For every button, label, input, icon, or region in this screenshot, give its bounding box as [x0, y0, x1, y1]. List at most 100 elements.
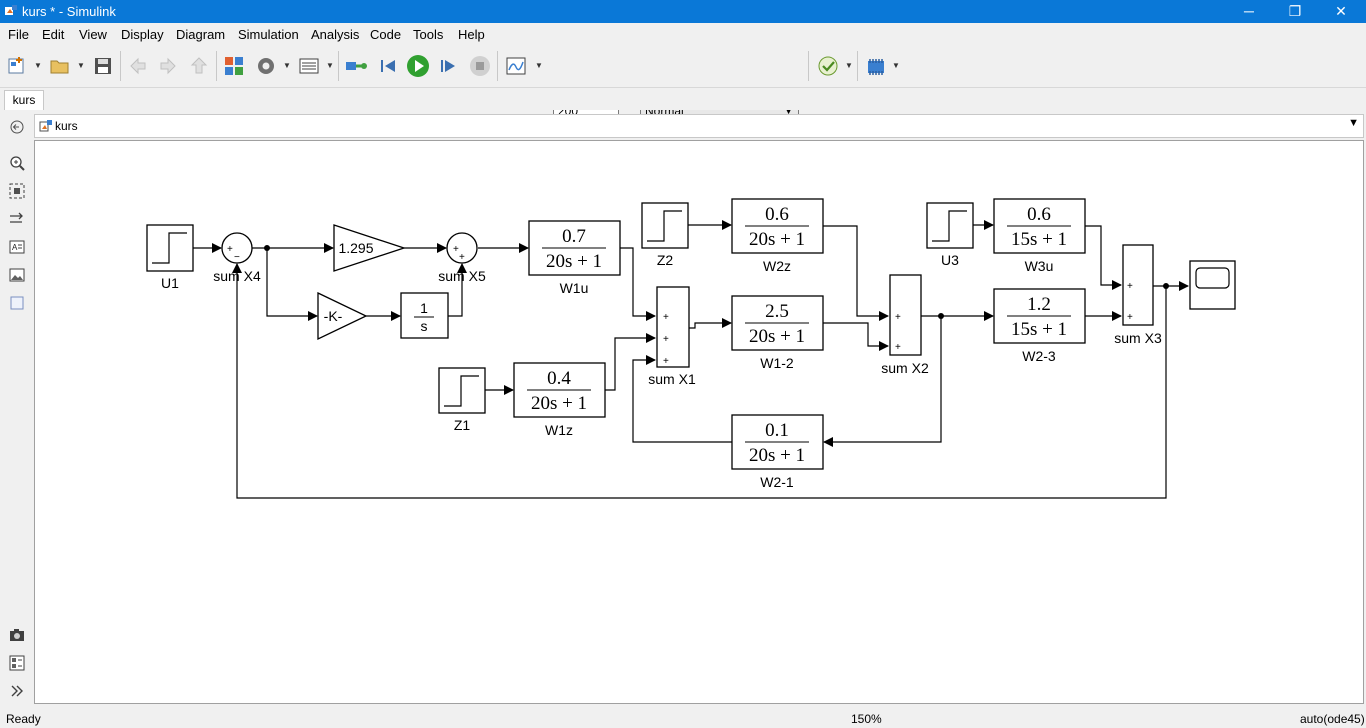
transfer-fcn-W2-1[interactable]: 0.1 20s + 1 W2-1: [731, 414, 824, 490]
model-browser-icon[interactable]: [8, 654, 26, 672]
svg-text:+: +: [663, 356, 669, 367]
explorer-dropdown-icon[interactable]: ▼: [326, 61, 334, 70]
step-block-U1[interactable]: U1: [146, 224, 194, 291]
scope-block[interactable]: [1189, 260, 1236, 310]
step-block-Z2[interactable]: Z2: [641, 202, 689, 268]
step-forward-icon[interactable]: [435, 53, 461, 79]
transfer-fcn-W2z[interactable]: 0.6 20s + 1 W2z: [731, 198, 824, 274]
gain-block-K[interactable]: -K-: [317, 291, 368, 341]
svg-text:+: +: [895, 312, 901, 323]
area-icon[interactable]: [8, 294, 26, 312]
gain-block-1295[interactable]: 1.295: [333, 224, 407, 272]
svg-text:−: −: [234, 252, 240, 263]
step-block-Z1[interactable]: Z1: [438, 367, 486, 433]
build-dropdown-icon[interactable]: ▼: [892, 61, 900, 70]
settings-gear-icon[interactable]: [253, 53, 279, 79]
tab-kurs[interactable]: kurs: [4, 90, 44, 110]
new-dropdown-icon[interactable]: ▼: [34, 61, 42, 70]
restore-button[interactable]: ❐: [1288, 3, 1302, 19]
fit-to-view-icon[interactable]: [8, 182, 26, 200]
transfer-fcn-W1z[interactable]: 0.4 20s + 1 W1z: [513, 362, 606, 438]
menu-help[interactable]: Help: [458, 27, 485, 42]
simulink-app-icon: [5, 5, 17, 15]
save-icon[interactable]: [90, 53, 116, 79]
advisor-dropdown-icon[interactable]: ▼: [845, 61, 853, 70]
update-diagram-icon[interactable]: [343, 53, 369, 79]
address-bar[interactable]: kurs ▼: [34, 114, 1364, 138]
image-icon[interactable]: [8, 266, 26, 284]
block-label-W3u: W3u: [1025, 258, 1054, 274]
sum-block-X1[interactable]: + + + sum X1: [648, 286, 696, 387]
block-label-sumX5: sum X5: [438, 268, 486, 284]
integrator-block[interactable]: 1 s: [400, 292, 449, 339]
block-label-W1u: W1u: [560, 280, 589, 296]
step-back-icon[interactable]: [375, 53, 401, 79]
new-model-icon[interactable]: [4, 53, 30, 79]
title-bar: kurs * - Simulink ─ ❐ ✕: [0, 0, 1366, 23]
svg-text:+: +: [453, 244, 459, 255]
build-model-icon[interactable]: [863, 53, 889, 79]
zoom-in-icon[interactable]: [8, 154, 26, 172]
model-explorer-icon[interactable]: [296, 53, 322, 79]
tf-denominator: 20s + 1: [531, 393, 587, 414]
menu-diagram[interactable]: Diagram: [176, 27, 226, 42]
transfer-fcn-W2-3[interactable]: 1.2 15s + 1 W2-3: [993, 288, 1086, 364]
block-label-W1-2: W1-2: [760, 355, 794, 371]
block-label-W1z: W1z: [545, 422, 573, 438]
open-folder-icon[interactable]: [47, 53, 73, 79]
transfer-fcn-W1-2[interactable]: 2.5 20s + 1 W1-2: [731, 295, 824, 371]
back-icon[interactable]: [125, 53, 151, 79]
solver-name[interactable]: auto(ode45): [1300, 712, 1365, 726]
run-icon[interactable]: [405, 53, 431, 79]
block-label-sumX1: sum X1: [648, 371, 696, 387]
sum-block-X3[interactable]: + + sum X3: [1114, 244, 1162, 346]
close-button[interactable]: ✕: [1335, 3, 1347, 19]
annotation-icon[interactable]: A: [8, 238, 26, 256]
menu-tools[interactable]: Tools: [413, 27, 444, 42]
step-block-U3[interactable]: U3: [926, 202, 974, 268]
simulation-data-inspector-icon[interactable]: [503, 53, 529, 79]
transfer-fcn-W1u[interactable]: 0.7 20s + 1 W1u: [528, 220, 621, 296]
sum-block-X2[interactable]: + + sum X2: [881, 274, 929, 376]
hide-browser-icon[interactable]: [8, 118, 26, 136]
menu-edit[interactable]: Edit: [42, 27, 65, 42]
menu-display[interactable]: Display: [121, 27, 164, 42]
menu-bar: File Edit View Display Diagram Simulatio…: [0, 23, 1366, 45]
toolbar-separator: [216, 51, 217, 81]
expand-palette-icon[interactable]: [8, 682, 26, 700]
transfer-fcn-W3u[interactable]: 0.6 15s + 1 W3u: [993, 198, 1086, 274]
tf-denominator: 20s + 1: [546, 251, 602, 272]
minimize-button[interactable]: ─: [1244, 3, 1254, 19]
sum-block-X4[interactable]: + − sum X4: [213, 232, 261, 284]
menu-view[interactable]: View: [79, 27, 107, 42]
gain-K-value: -K-: [324, 308, 343, 324]
open-dropdown-icon[interactable]: ▼: [77, 61, 85, 70]
sum-block-X5[interactable]: + + sum X5: [438, 232, 486, 284]
model-advisor-check-icon[interactable]: [815, 53, 841, 79]
block-label-U1: U1: [161, 275, 179, 291]
svg-text:+: +: [663, 312, 669, 323]
snapshot-camera-icon[interactable]: [8, 626, 26, 644]
forward-icon[interactable]: [155, 53, 181, 79]
model-icon: [39, 120, 52, 132]
menu-analysis[interactable]: Analysis: [311, 27, 360, 42]
stop-icon[interactable]: [467, 53, 493, 79]
arrange-signals-icon[interactable]: [8, 210, 26, 228]
menu-simulation[interactable]: Simulation: [238, 27, 299, 42]
status-bar: Ready 150% auto(ode45): [0, 708, 1366, 728]
menu-code[interactable]: Code: [370, 27, 402, 42]
svg-text:+: +: [1127, 312, 1133, 323]
block-label-W2z: W2z: [763, 258, 791, 274]
block-label-W2-1: W2-1: [760, 474, 794, 490]
inspector-dropdown-icon[interactable]: ▼: [535, 61, 543, 70]
window-title: kurs * - Simulink: [22, 4, 116, 19]
address-dropdown-icon[interactable]: ▼: [1348, 117, 1359, 129]
left-palette: A: [0, 110, 34, 706]
menu-file[interactable]: File: [8, 27, 29, 42]
library-browser-icon[interactable]: [221, 53, 247, 79]
diagram-canvas[interactable]: U1 Z2 U3 Z1 + − sum X4 + + sum X5: [34, 140, 1364, 704]
settings-dropdown-icon[interactable]: ▼: [283, 61, 291, 70]
block-diagram: U1 Z2 U3 Z1 + − sum X4 + + sum X5: [146, 198, 1236, 499]
tf-numerator: 0.1: [765, 420, 789, 441]
up-level-icon[interactable]: [186, 53, 212, 79]
